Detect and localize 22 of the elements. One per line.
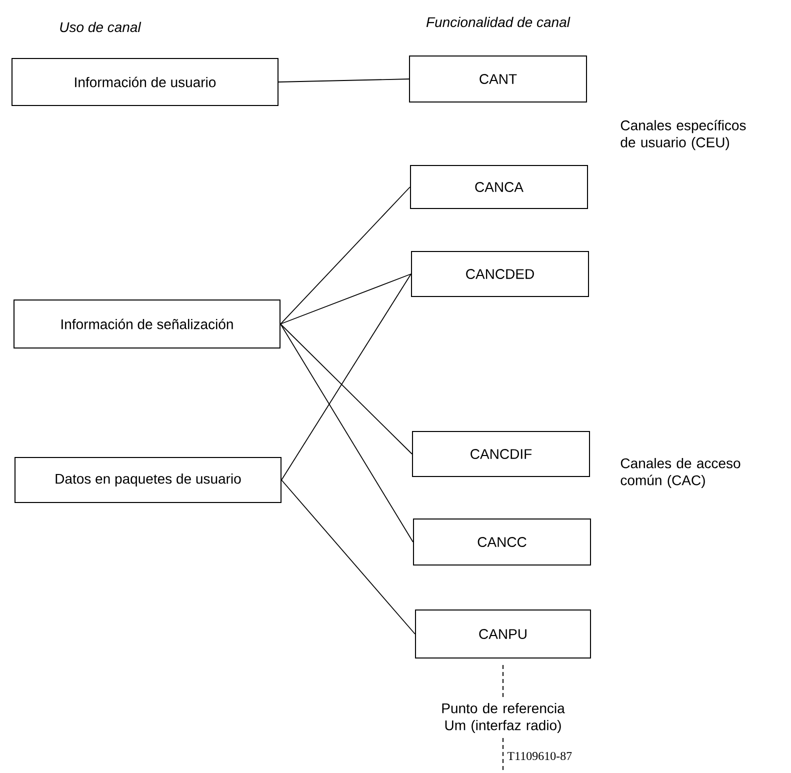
- channel-box: CANPU: [415, 610, 591, 658]
- connector-line: [280, 186, 410, 324]
- channel-box: CANT: [409, 56, 587, 102]
- channel-box: CANCC: [413, 518, 591, 566]
- group-label: Canales de acceso común (CAC): [620, 458, 740, 488]
- column-heading: Funcionalidad de canal: [426, 16, 570, 28]
- channel-use-box: Información de usuario: [12, 58, 278, 106]
- figure-code: T1109610-87: [507, 752, 572, 760]
- connector-line: [281, 480, 416, 634]
- connector-line: [278, 78, 410, 82]
- connector-line: [280, 324, 412, 454]
- channel-box: CANCDIF: [412, 431, 590, 477]
- reference-label: Punto de referencia Um (interfaz radio): [442, 702, 565, 734]
- connector-line: [280, 274, 412, 324]
- channel-box: CANCDED: [411, 251, 589, 297]
- group-label: Canales específicos de usuario (CEU): [620, 120, 746, 150]
- channel-use-box: Datos en paquetes de usuario: [14, 457, 282, 503]
- column-heading: Uso de canal: [60, 22, 142, 32]
- channel-use-box: Información de señalización: [14, 300, 280, 348]
- channel-box: CANCA: [410, 165, 588, 209]
- connector-line: [280, 324, 414, 542]
- connector-line: [281, 274, 412, 480]
